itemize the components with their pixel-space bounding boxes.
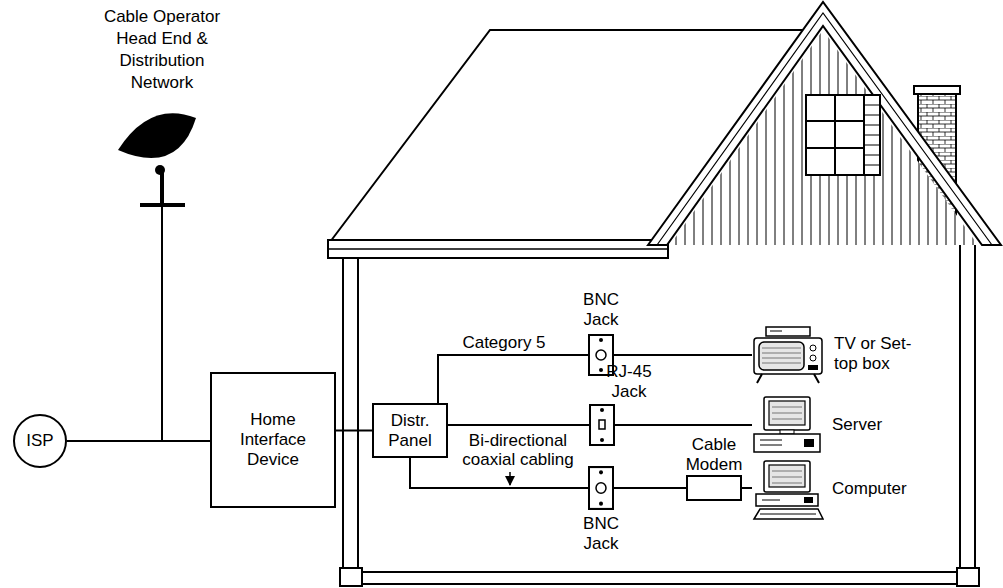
siding (676, 25, 973, 245)
modem-box: Cable Modem (686, 475, 742, 501)
gable-trim-line (657, 13, 992, 245)
node-text: BNC Jack (574, 514, 628, 554)
siding-line (883, 25, 884, 245)
siding-line (802, 25, 803, 245)
walls (343, 245, 975, 572)
node-text: RJ-45 Jack (603, 362, 655, 402)
label-holder: BNC Jack (574, 290, 628, 330)
eave-line (328, 248, 668, 250)
node-text: Home Interface Device (212, 410, 334, 470)
cable-line (336, 430, 372, 432)
label-holder: BNC Jack (574, 514, 628, 554)
label-holder: ISP (15, 416, 65, 466)
feed-line (161, 205, 163, 441)
cable-line (614, 487, 686, 489)
source-label: Cable Operator Head End & Distribution N… (88, 6, 236, 94)
dish-feed (157, 118, 176, 136)
server-picture (752, 396, 824, 454)
tv-picture (752, 326, 824, 384)
label-holder: TV or Set-top box (834, 334, 934, 374)
dish-mount (155, 165, 165, 175)
dish (118, 113, 196, 158)
siding-line (892, 25, 893, 245)
siding-line (703, 25, 704, 245)
cable-label: Category 5 (452, 333, 556, 352)
node-text: Cable Modem (682, 435, 746, 475)
window-frame (806, 95, 864, 175)
cable-line (438, 355, 588, 403)
node-text: BNC Jack (574, 290, 628, 330)
cable-line (448, 424, 589, 426)
node-text: Computer (832, 479, 932, 499)
siding-line (748, 25, 749, 245)
gable-trim (648, 2, 1001, 245)
cable-line (67, 440, 210, 442)
siding-line (721, 25, 722, 245)
siding-line (766, 25, 767, 245)
shutter-slats (864, 105, 880, 165)
shutter (864, 95, 880, 175)
siding-line (694, 25, 695, 245)
jack-node: RJ-45 Jack (589, 404, 615, 446)
cable-line (742, 487, 752, 489)
jack-node: BNC Jack (588, 466, 614, 510)
chimney-cap (914, 86, 960, 94)
node-text: TV or Set-top box (834, 334, 934, 374)
siding-line (955, 25, 956, 245)
foundation (340, 568, 362, 586)
rj45-jack-plate (589, 404, 615, 446)
device-node: TV or Set-top box (752, 326, 824, 384)
floor (343, 572, 975, 584)
label-holder: RJ-45 Jack (603, 362, 655, 402)
gable-face (670, 30, 978, 245)
label-holder: Distr. Panel (374, 405, 446, 456)
node-text: Distr. Panel (374, 411, 446, 451)
leader-arrow (509, 472, 511, 485)
siding-line (937, 25, 938, 245)
cable-line (614, 354, 752, 356)
interface-box: Home Interface Device (210, 372, 336, 508)
label-holder: Home Interface Device (212, 374, 334, 506)
siding-line (928, 25, 929, 245)
eave (328, 240, 668, 258)
device-node: Computer (752, 460, 824, 520)
panel-box: Distr. Panel (372, 403, 448, 458)
bnc-jack-plate (588, 466, 614, 510)
device-node: Server (752, 396, 824, 454)
node-text: ISP (20, 431, 59, 451)
siding-line (775, 25, 776, 245)
cable-line (615, 424, 752, 426)
foundation (957, 568, 979, 586)
dish-pole (160, 170, 164, 205)
isp-circle: ISP (13, 414, 67, 468)
siding-line (757, 25, 758, 245)
window (806, 95, 864, 175)
siding-line (946, 25, 947, 245)
label-holder: Cable Modem (682, 435, 746, 475)
node-text: Server (832, 415, 912, 435)
siding-line (712, 25, 713, 245)
cable-label: Bi-directional coaxial cabling (450, 431, 586, 469)
computer-picture (752, 460, 824, 520)
label-holder: Server (832, 415, 912, 435)
label-holder: Computer (832, 479, 932, 499)
